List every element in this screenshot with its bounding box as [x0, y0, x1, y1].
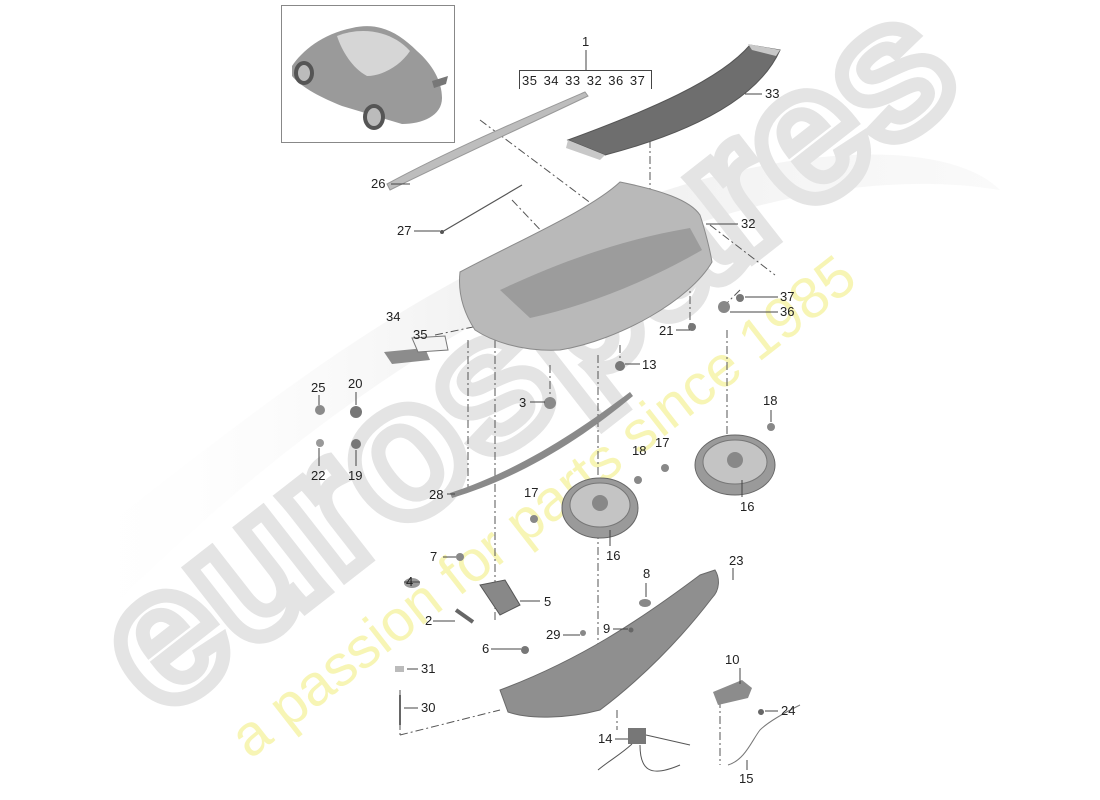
- callout-3: 3: [519, 395, 527, 410]
- callout-28: 28: [429, 487, 444, 502]
- kit-number: 1: [582, 34, 590, 49]
- callout-29: 29: [546, 627, 561, 642]
- callout-25: 25: [311, 380, 326, 395]
- callout-35: 35: [413, 327, 428, 342]
- callout-8: 8: [643, 566, 651, 581]
- gasket-35[interactable]: [411, 335, 449, 353]
- callout-18-left: 18: [632, 443, 647, 458]
- callout-31: 31: [421, 661, 436, 676]
- callout-6: 6: [482, 641, 490, 656]
- screw-29[interactable]: [580, 630, 586, 636]
- nut-6[interactable]: [521, 646, 529, 654]
- callout-27: 27: [397, 223, 412, 238]
- vehicle-thumbnail: [281, 5, 455, 143]
- cap-4[interactable]: [404, 578, 420, 588]
- screw-9[interactable]: [628, 627, 634, 633]
- kit-bracket: [519, 70, 652, 89]
- callout-9: 9: [603, 621, 611, 636]
- lid-lining-23[interactable]: [499, 569, 719, 718]
- cable-15[interactable]: [727, 704, 801, 766]
- callout-21: 21: [659, 323, 674, 338]
- car-icon: [292, 26, 448, 130]
- callout-5: 5: [544, 594, 552, 609]
- callout-10: 10: [725, 652, 740, 667]
- callout-16-left: 16: [606, 548, 621, 563]
- actuator-14[interactable]: [628, 728, 646, 744]
- clip-37[interactable]: [736, 294, 744, 302]
- kit-contents: 35 34 33 32 36 37: [522, 73, 646, 88]
- callout-14: 14: [598, 731, 613, 746]
- callout-30: 30: [421, 700, 436, 715]
- trim-strip[interactable]: [386, 91, 589, 191]
- callout-13: 13: [642, 357, 657, 372]
- screw-24[interactable]: [758, 709, 764, 715]
- callout-2: 2: [425, 613, 433, 628]
- callout-15: 15: [739, 771, 754, 786]
- cap-20[interactable]: [350, 406, 362, 418]
- callout-16-right: 16: [740, 499, 755, 514]
- callout-37: 37: [780, 289, 795, 304]
- callout-23: 23: [729, 553, 744, 568]
- fan-right[interactable]: [694, 434, 776, 496]
- callout-22: 22: [311, 468, 326, 483]
- nut-17[interactable]: [530, 515, 538, 523]
- callout-24: 24: [781, 703, 796, 718]
- callout-33: 33: [765, 86, 780, 101]
- callout-18-right: 18: [763, 393, 778, 408]
- grommet-8[interactable]: [639, 599, 651, 607]
- buffer-3[interactable]: [544, 397, 556, 409]
- spoiler-wing[interactable]: [566, 44, 781, 156]
- callout-4: 4: [406, 574, 414, 589]
- seal-28[interactable]: [450, 392, 633, 498]
- callout-20: 20: [348, 376, 363, 391]
- latch-10[interactable]: [713, 680, 752, 705]
- buffer-25[interactable]: [315, 405, 325, 415]
- cap-36[interactable]: [718, 301, 730, 313]
- fan-left[interactable]: [561, 477, 639, 539]
- callout-34: 34: [386, 309, 401, 324]
- callout-leaders: [318, 93, 778, 770]
- callout-19: 19: [348, 468, 363, 483]
- nut-31[interactable]: [395, 666, 404, 672]
- wiring-strip[interactable]: [441, 184, 523, 233]
- gas-strut-2[interactable]: [454, 608, 475, 624]
- cap-19[interactable]: [351, 439, 361, 449]
- wiring-harness: [597, 734, 691, 772]
- nut-13[interactable]: [615, 361, 625, 371]
- callout-7: 7: [430, 549, 438, 564]
- callout-17-right: 17: [655, 435, 670, 450]
- nut-17b[interactable]: [661, 464, 669, 472]
- callout-26: 26: [371, 176, 386, 191]
- hinge-5[interactable]: [479, 579, 521, 616]
- callout-36: 36: [780, 304, 795, 319]
- nut-18b[interactable]: [767, 423, 775, 431]
- clip-22[interactable]: [316, 439, 324, 447]
- screw-21[interactable]: [688, 323, 696, 331]
- clip-7[interactable]: [456, 553, 464, 561]
- callout-32: 32: [741, 216, 756, 231]
- callout-17-left: 17: [524, 485, 539, 500]
- nut-18[interactable]: [634, 476, 642, 484]
